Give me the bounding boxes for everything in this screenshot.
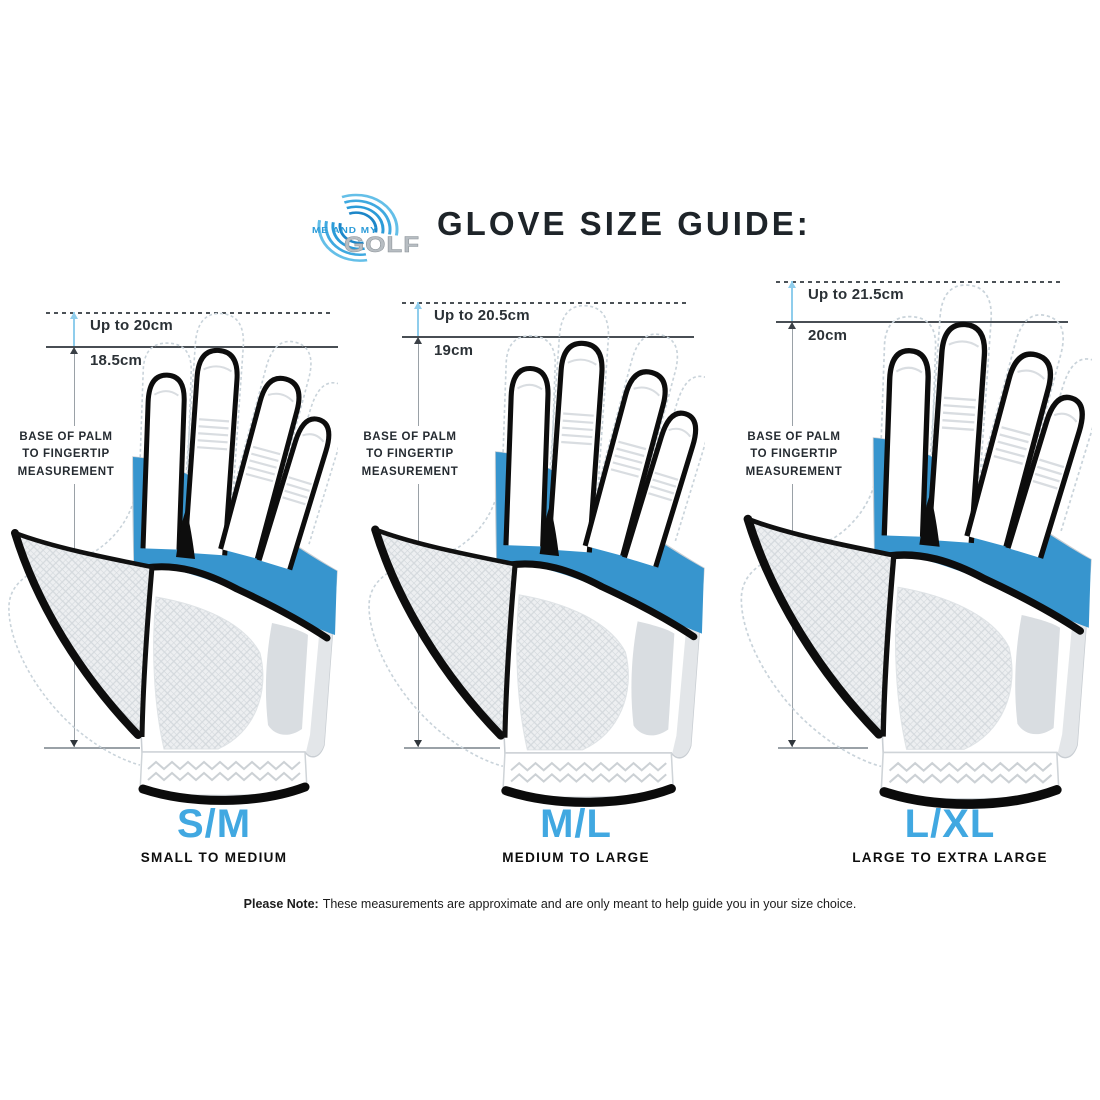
logo-arcs (317, 193, 399, 262)
arrow-up-icon (70, 312, 78, 319)
arrow-down-icon (788, 740, 796, 747)
arrow-up-icon (414, 302, 422, 309)
base-of-palm-line (778, 747, 868, 749)
arrow-down-icon (414, 740, 422, 747)
size-range: SMALL TO MEDIUM (140, 850, 288, 865)
logo-top-text: ME AND MY (312, 226, 378, 235)
glove-illustration (362, 297, 705, 807)
size-code: L/XL (904, 802, 996, 846)
caption-line: MEASUREMENT (745, 465, 843, 478)
measurement-caption: BASE OF PALM TO FINGERTIP MEASUREMENT (350, 426, 470, 484)
caption-line: TO FINGERTIP (22, 448, 110, 461)
hand-length-segment (417, 302, 419, 336)
arrow-up-icon (70, 347, 78, 354)
glove-illustration (734, 276, 1092, 809)
page-title: GLOVE SIZE GUIDE: (437, 205, 811, 242)
caption-line: MEASUREMENT (17, 465, 115, 478)
footer-note-text: These measurements are approximate and a… (322, 897, 857, 911)
size-code: S/M (176, 802, 252, 846)
arrow-up-icon (788, 281, 796, 288)
caption-line: TO FINGERTIP (750, 448, 838, 461)
glove-length-label: 20cm (808, 327, 848, 344)
base-of-palm-line (404, 747, 500, 749)
max-hand-length-label: Up to 20.5cm (434, 307, 530, 324)
max-length-dashed-line (46, 312, 332, 314)
arrow-up-icon (414, 337, 422, 344)
arrow-down-icon (70, 740, 78, 747)
glove-length-line (46, 346, 338, 348)
hand-length-segment (73, 312, 75, 346)
max-hand-length-label: Up to 21.5cm (808, 286, 904, 303)
glove-illustration (2, 305, 338, 805)
max-length-dashed-line (402, 302, 690, 304)
footer-note: Please Note:These measurements are appro… (0, 897, 1100, 911)
glove-length-label: 19cm (434, 342, 474, 359)
glove-length-line (402, 336, 694, 338)
logo-bottom-text: GOLF (344, 233, 420, 258)
max-length-dashed-line (776, 281, 1062, 283)
measurement-vertical-line (418, 302, 419, 747)
size-range: MEDIUM TO LARGE (502, 850, 650, 865)
glove-length-label: 18.5cm (90, 352, 143, 369)
caption-line: BASE OF PALM (19, 431, 113, 443)
brand-logo: ME AND MY GOLF (312, 193, 420, 262)
size-range: LARGE TO EXTRA LARGE (852, 850, 1048, 865)
caption-line: BASE OF PALM (747, 431, 841, 443)
glove-length-line (776, 321, 1068, 323)
measurement-caption: BASE OF PALM TO FINGERTIP MEASUREMENT (6, 426, 126, 484)
footer-note-label: Please Note: (243, 897, 319, 911)
size-code: M/L (540, 802, 612, 846)
caption-line: BASE OF PALM (363, 431, 457, 443)
caption-line: TO FINGERTIP (366, 448, 454, 461)
hand-length-segment (791, 281, 793, 321)
measurement-caption: BASE OF PALM TO FINGERTIP MEASUREMENT (734, 426, 854, 484)
base-of-palm-line (44, 747, 140, 749)
caption-line: MEASUREMENT (361, 465, 459, 478)
max-hand-length-label: Up to 20cm (90, 317, 173, 334)
measurement-vertical-line (74, 312, 75, 747)
measurement-vertical-line (792, 281, 793, 747)
arrow-up-icon (788, 322, 796, 329)
